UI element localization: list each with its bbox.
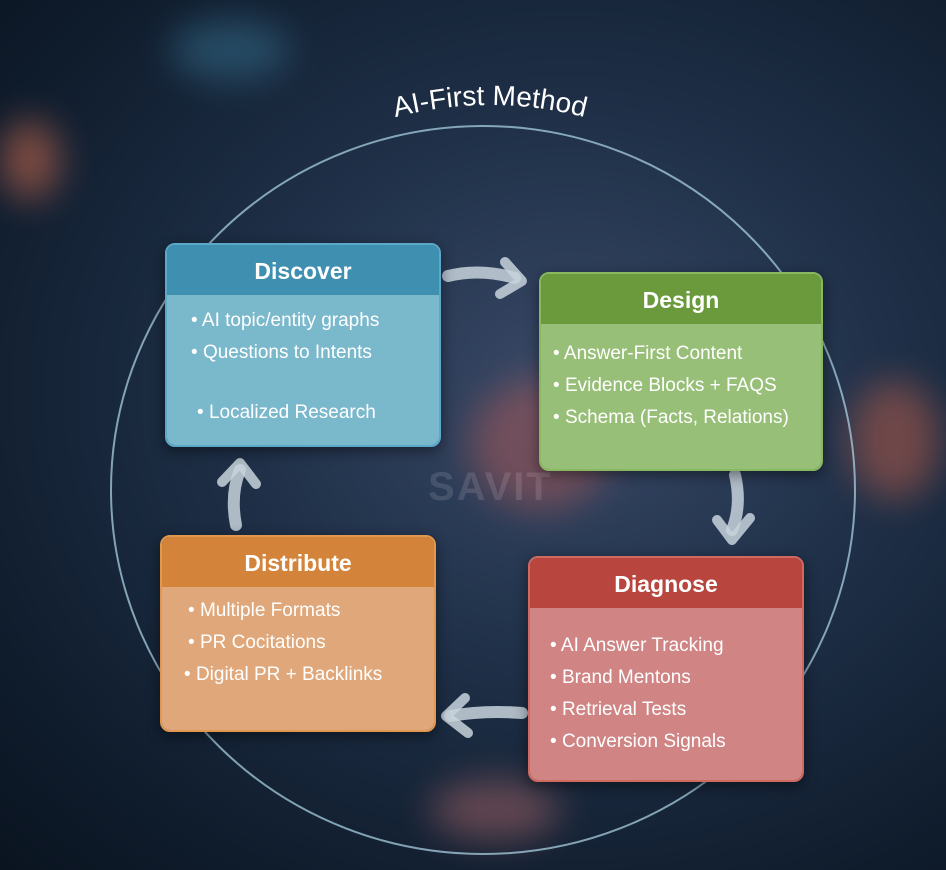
bg-glow — [850, 380, 940, 500]
list-item: AI Answer Tracking — [550, 630, 802, 662]
list-item: Multiple Formats — [188, 595, 434, 627]
bg-glow — [430, 780, 560, 840]
list-item: Schema (Facts, Relations) — [553, 402, 821, 434]
arrow-diagnose-to-distribute — [444, 706, 528, 722]
list-item: AI topic/entity graphs — [191, 305, 439, 337]
stage-title: Diagnose — [530, 558, 802, 608]
arrow-design-to-diagnose — [726, 469, 744, 536]
list-item: Localized Research — [191, 397, 439, 429]
list-item: Questions to Intents — [191, 337, 439, 369]
stage-title: Design — [541, 274, 821, 324]
cycle-circle — [110, 125, 856, 855]
stage-title: Distribute — [162, 537, 434, 587]
stage-items: Answer-First Content Evidence Blocks + F… — [541, 324, 821, 469]
arrowhead-icon — [441, 693, 473, 738]
bg-glow — [170, 20, 290, 80]
stage-title: Discover — [167, 245, 439, 295]
list-item: Conversion Signals — [550, 726, 802, 758]
list-item: Digital PR + Backlinks — [184, 659, 434, 691]
stage-items: Multiple Formats PR Cocitations Digital … — [162, 587, 434, 730]
watermark: SAVIT — [428, 465, 553, 509]
arrowhead-icon — [712, 513, 755, 545]
stage-items: AI Answer Tracking Brand Mentons Retriev… — [530, 608, 802, 780]
stage-design: Design Answer-First Content Evidence Blo… — [539, 272, 823, 471]
arrowhead-icon — [495, 257, 527, 299]
bg-glow — [0, 120, 60, 200]
stage-items: AI topic/entity graphs Questions to Inte… — [167, 295, 439, 445]
stage-discover: Discover AI topic/entity graphs Question… — [165, 243, 441, 447]
stage-diagnose: Diagnose AI Answer Tracking Brand Menton… — [528, 556, 804, 782]
arrowhead-icon — [217, 458, 261, 489]
list-item: Evidence Blocks + FAQS — [553, 370, 821, 402]
list-item: Retrieval Tests — [550, 694, 802, 726]
list-item: Answer-First Content — [553, 338, 821, 370]
arrow-discover-to-design — [442, 266, 521, 284]
list-item: PR Cocitations — [188, 627, 434, 659]
list-item: Brand Mentons — [550, 662, 802, 694]
diagram-title: AI-First Method — [390, 80, 591, 123]
arrow-distribute-to-discover — [227, 464, 246, 531]
stage-distribute: Distribute Multiple Formats PR Cocitatio… — [160, 535, 436, 732]
